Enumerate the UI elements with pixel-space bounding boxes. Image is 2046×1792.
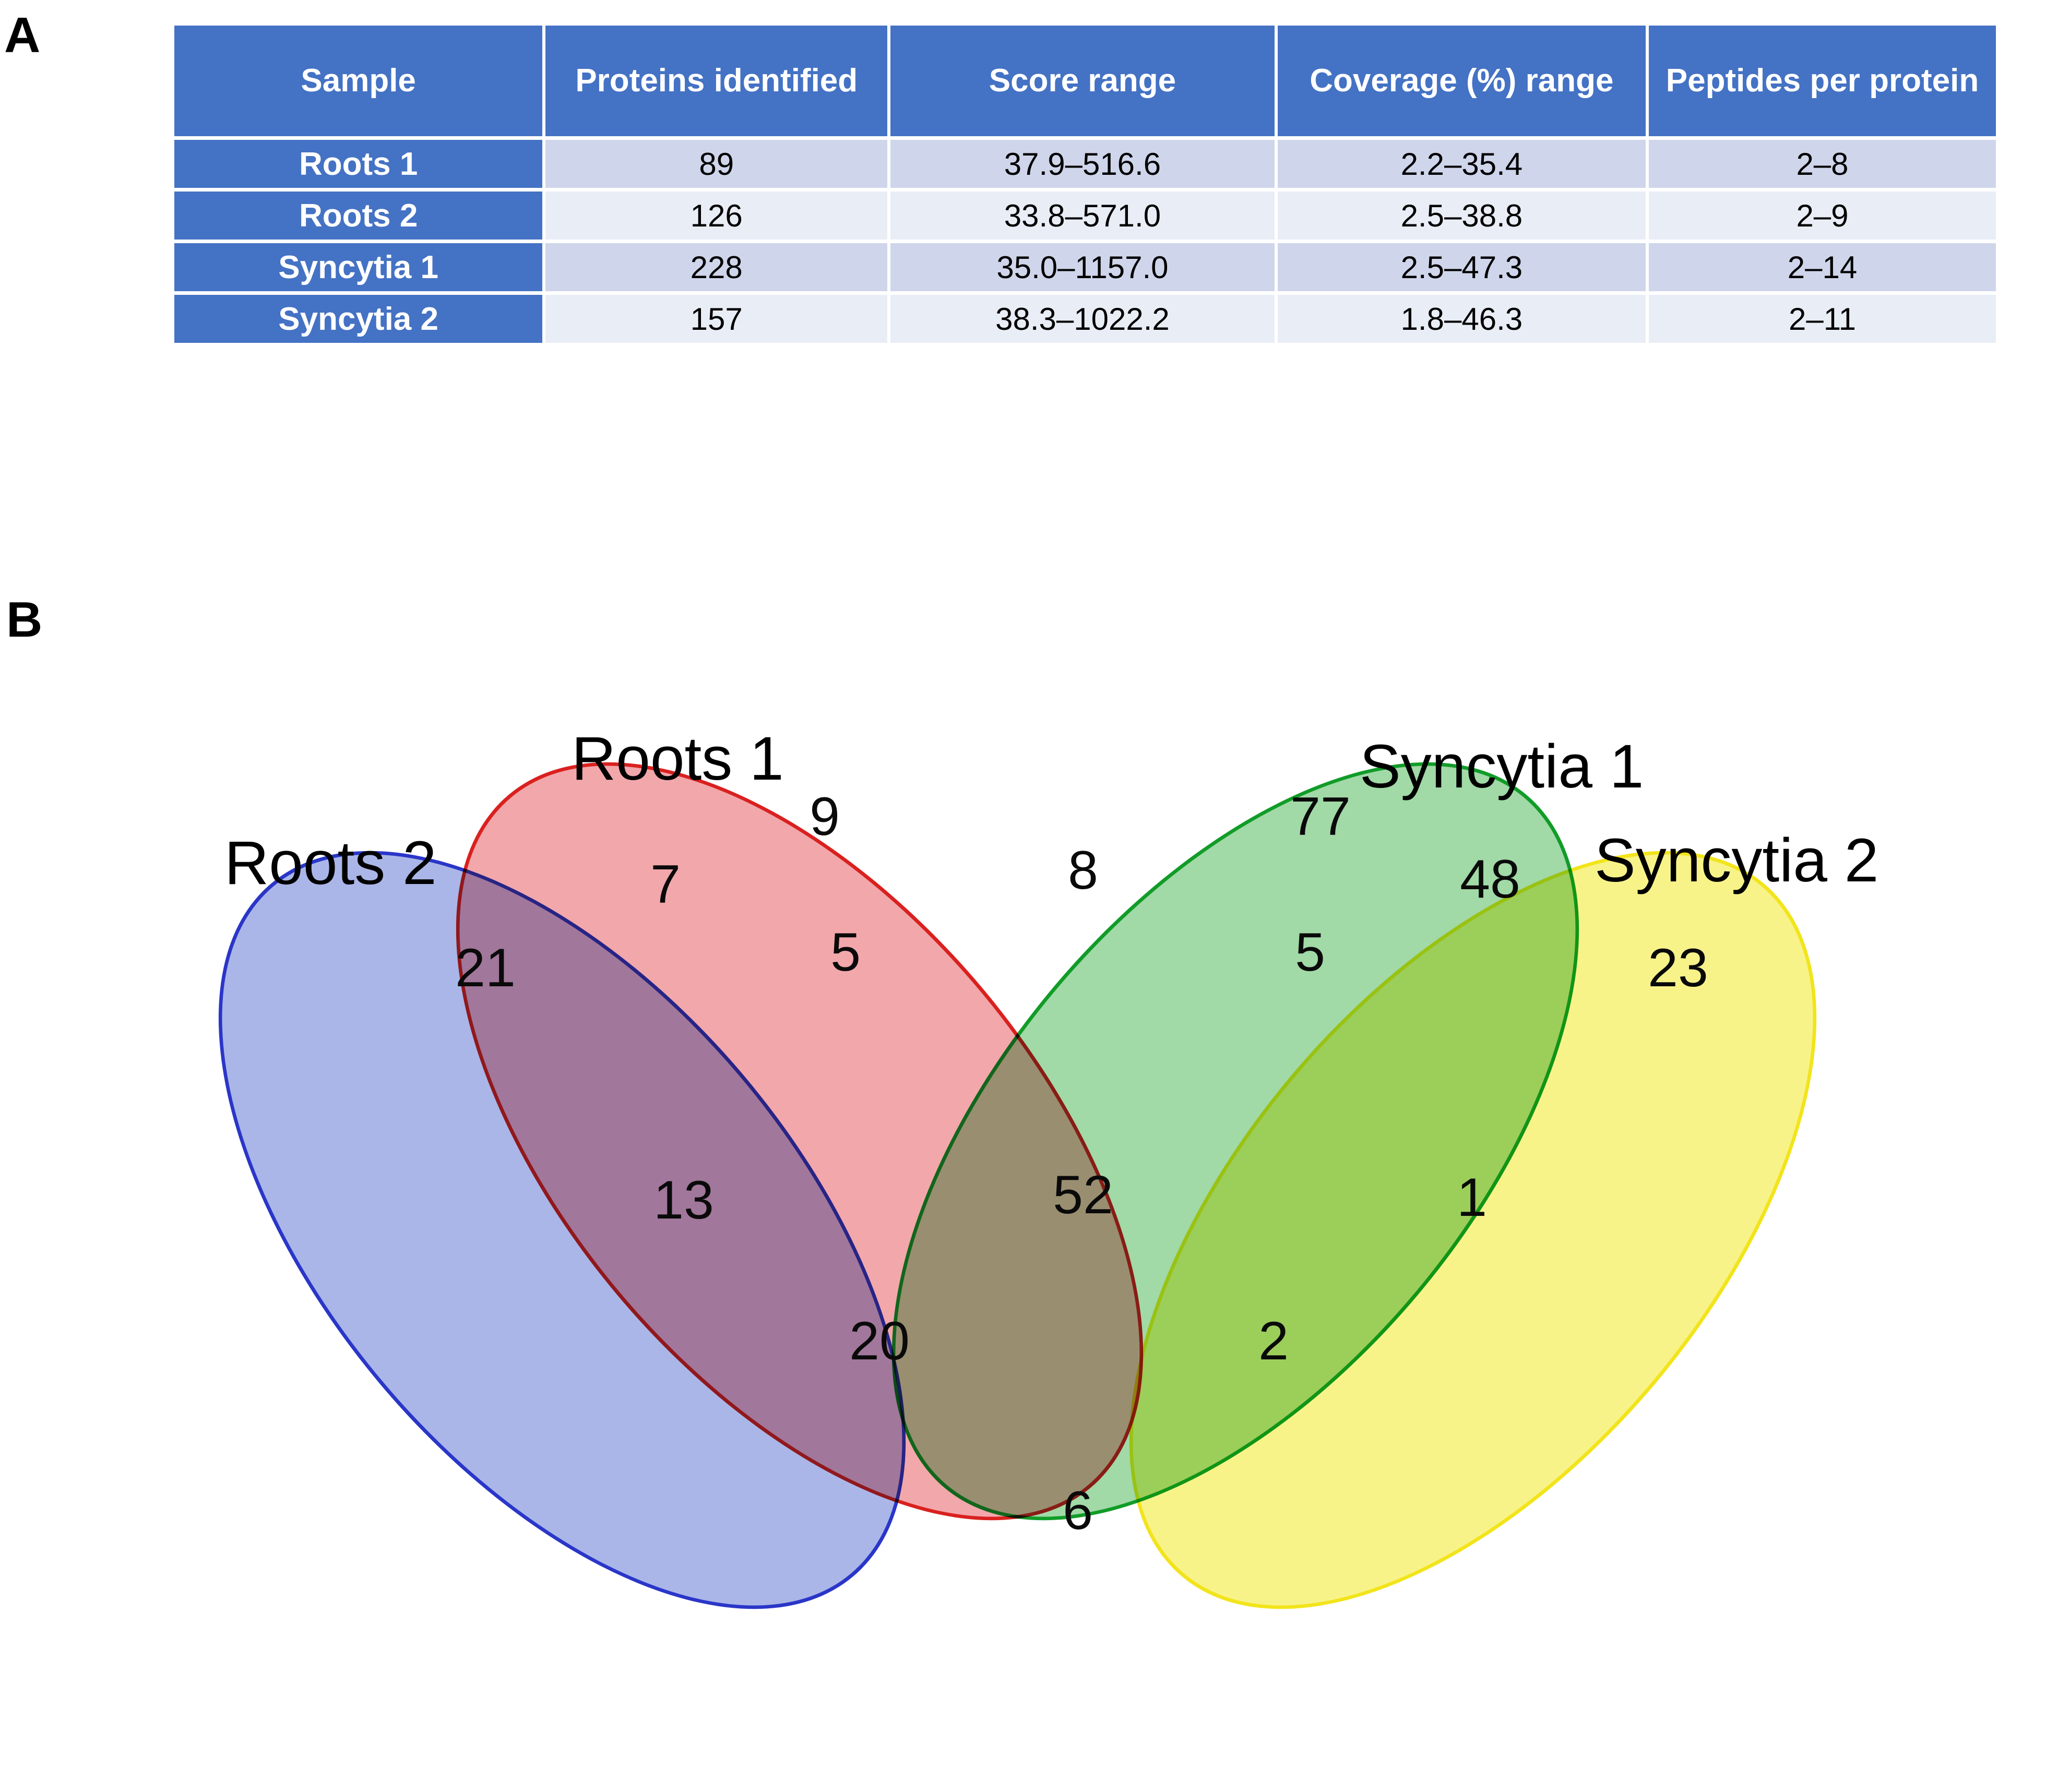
row-header-sample: Roots 1 bbox=[174, 140, 543, 188]
row-header-sample: Syncytia 1 bbox=[174, 243, 543, 291]
cell-score-range: 37.9–516.6 bbox=[890, 140, 1275, 188]
table-header-row: Sample Proteins identified Score range C… bbox=[174, 26, 1996, 136]
venn-count-syncytia2-only: 23 bbox=[1648, 938, 1708, 998]
venn-count-roots2-syncytia2: 6 bbox=[1063, 1480, 1093, 1541]
venn-count-roots1-syncytia1: 8 bbox=[1068, 840, 1098, 901]
cell-peptides: 2–9 bbox=[1648, 192, 1996, 240]
venn-count-roots1-only: 9 bbox=[810, 786, 840, 847]
proteomics-table: Sample Proteins identified Score range C… bbox=[171, 22, 1999, 347]
cell-coverage-range: 2.2–35.4 bbox=[1277, 140, 1646, 188]
venn-count-roots2-syncytia1-syncytia2: 20 bbox=[849, 1311, 910, 1371]
panel-label-b: B bbox=[6, 592, 43, 648]
cell-proteins: 228 bbox=[545, 243, 888, 291]
venn-count-roots1-roots2-syncytia2: 2 bbox=[1258, 1311, 1289, 1371]
row-header-sample: Roots 2 bbox=[174, 192, 543, 240]
panel-label-a: A bbox=[4, 7, 41, 63]
column-header-coverage: Coverage (%) range bbox=[1277, 26, 1646, 136]
venn-count-syncytia1-only: 77 bbox=[1290, 786, 1351, 847]
cell-proteins: 157 bbox=[545, 295, 888, 343]
cell-score-range: 33.8–571.0 bbox=[890, 192, 1275, 240]
cell-score-range: 35.0–1157.0 bbox=[890, 243, 1275, 291]
venn-diagram: Roots 1 Roots 2 Syncytia 1 Syncytia 2 9 … bbox=[0, 532, 2046, 1792]
cell-score-range: 38.3–1022.2 bbox=[890, 295, 1275, 343]
cell-proteins: 126 bbox=[545, 192, 888, 240]
venn-count-syncytia1-syncytia2: 48 bbox=[1460, 849, 1520, 910]
venn-label-syncytia1: Syncytia 1 bbox=[1360, 732, 1644, 801]
venn-count-roots2-only: 21 bbox=[455, 938, 516, 998]
cell-proteins: 89 bbox=[545, 140, 888, 188]
venn-stage: Roots 1 Roots 2 Syncytia 1 Syncytia 2 9 … bbox=[0, 532, 2046, 1792]
column-header-score: Score range bbox=[890, 26, 1275, 136]
cell-peptides: 2–11 bbox=[1648, 295, 1996, 343]
cell-peptides: 2–8 bbox=[1648, 140, 1996, 188]
cell-coverage-range: 1.8–46.3 bbox=[1277, 295, 1646, 343]
cell-coverage-range: 2.5–47.3 bbox=[1277, 243, 1646, 291]
proteomics-table-wrapper: Sample Proteins identified Score range C… bbox=[171, 22, 1999, 347]
column-header-sample: Sample bbox=[174, 26, 543, 136]
venn-count-roots2-roots1-syncytia1: 5 bbox=[830, 922, 861, 983]
table-row: Syncytia 2 157 38.3–1022.2 1.8–46.3 2–11 bbox=[174, 295, 1996, 343]
venn-count-roots2-roots1: 7 bbox=[650, 854, 681, 915]
table-row: Syncytia 1 228 35.0–1157.0 2.5–47.3 2–14 bbox=[174, 243, 1996, 291]
row-header-sample: Syncytia 2 bbox=[174, 295, 543, 343]
venn-count-roots1-syncytia1-syncytia2: 5 bbox=[1295, 922, 1325, 983]
cell-peptides: 2–14 bbox=[1648, 243, 1996, 291]
cell-coverage-range: 2.5–38.8 bbox=[1277, 192, 1646, 240]
table-row: Roots 2 126 33.8–571.0 2.5–38.8 2–9 bbox=[174, 192, 1996, 240]
column-header-peptides: Peptides per protein bbox=[1648, 26, 1996, 136]
venn-count-roots1-syncytia2: 1 bbox=[1457, 1167, 1487, 1228]
venn-label-roots1: Roots 1 bbox=[572, 724, 784, 793]
venn-count-roots2-syncytia1: 13 bbox=[653, 1170, 714, 1230]
table-header: Sample Proteins identified Score range C… bbox=[174, 26, 1996, 136]
table-row: Roots 1 89 37.9–516.6 2.2–35.4 2–8 bbox=[174, 140, 1996, 188]
column-header-proteins: Proteins identified bbox=[545, 26, 888, 136]
venn-label-roots2: Roots 2 bbox=[224, 829, 437, 898]
venn-label-syncytia2: Syncytia 2 bbox=[1595, 826, 1879, 895]
table-body: Roots 1 89 37.9–516.6 2.2–35.4 2–8 Roots… bbox=[174, 140, 1996, 343]
venn-count-all-four: 52 bbox=[1053, 1165, 1113, 1225]
